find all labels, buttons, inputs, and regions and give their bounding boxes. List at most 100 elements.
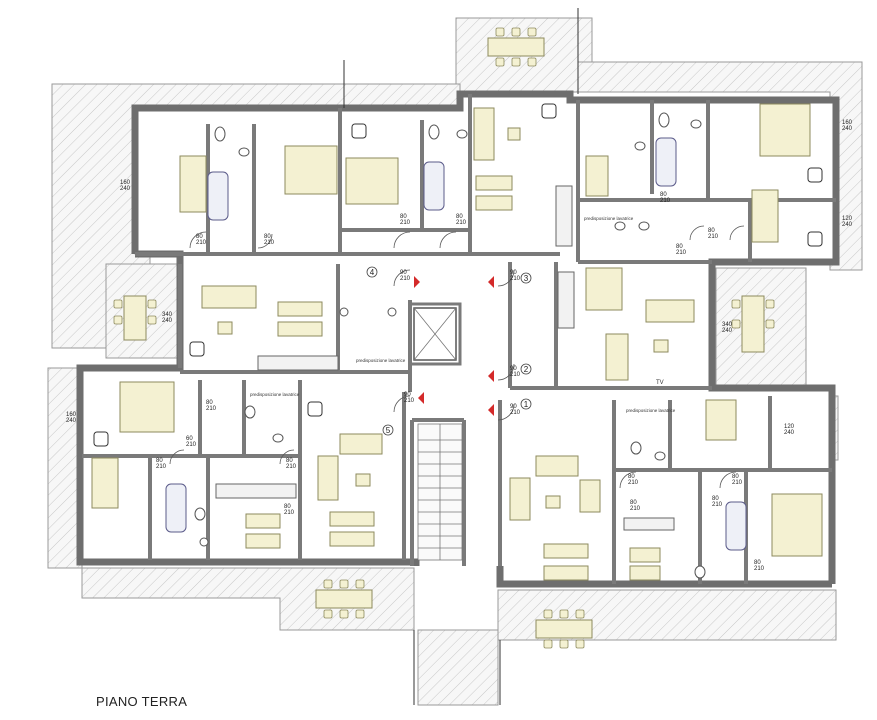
kitchens <box>215 185 675 531</box>
misc-labels: predisposizione lavatrice predisposizion… <box>250 216 676 413</box>
dimension-line: 60 <box>186 436 193 442</box>
dimension-line: 80 <box>754 560 761 566</box>
dimension-line: 210 <box>284 510 295 516</box>
armchairs <box>93 103 823 447</box>
dimension-line: 80 <box>284 504 291 510</box>
dimension-line: 240 <box>842 126 853 132</box>
dimension-line: 80 <box>732 474 739 480</box>
dimension-line: 80 <box>206 400 213 406</box>
site-lines <box>343 8 579 705</box>
interior-walls <box>82 94 836 584</box>
dimension-line: 210 <box>456 220 467 226</box>
dimension-line: 90 <box>510 270 517 276</box>
floor-title: PIANO TERRA <box>96 694 188 709</box>
dimension-line: 80 <box>456 214 463 220</box>
beds <box>91 103 823 557</box>
bathroom-fixtures <box>194 112 706 579</box>
dimension-line: 80 <box>286 458 293 464</box>
dimension-line: 80 <box>676 244 683 250</box>
dimension-line: 80 <box>156 458 163 464</box>
dimension-line: 210 <box>510 372 521 378</box>
dimension-line: 160 <box>66 412 77 418</box>
dimension-line: 80 <box>264 234 271 240</box>
dimension-line: 210 <box>712 502 723 508</box>
dimension-line: 210 <box>510 410 521 416</box>
dimension-line: 120 <box>784 424 795 430</box>
tv-label: TV <box>656 380 664 386</box>
laundry-label: predisposizione lavatrice <box>356 358 406 363</box>
dimension-line: 90 <box>400 270 407 276</box>
dimension-line: 210 <box>186 442 197 448</box>
laundry-label: predisposizione lavatrice <box>250 392 300 397</box>
dining-tables <box>123 37 765 639</box>
dimension-line: 210 <box>156 464 167 470</box>
dimension-line: 210 <box>196 240 207 246</box>
dimension-line: 210 <box>400 276 411 282</box>
dimension-line: 90 <box>510 404 517 410</box>
door-swings <box>169 225 745 489</box>
dimension-line: 210 <box>264 240 275 246</box>
bathtubs <box>165 137 747 551</box>
coffee-tables <box>217 127 669 509</box>
dimension-line: 120 <box>842 216 853 222</box>
dimension-line: 210 <box>754 566 765 572</box>
dimension-line: 210 <box>630 506 641 512</box>
dimension-line: 340 <box>722 322 733 328</box>
sofas <box>201 107 695 521</box>
dimension-line: 80 <box>400 214 407 220</box>
dimension-line: 160 <box>842 120 853 126</box>
entrance-markers <box>414 276 494 416</box>
dimension-line: 210 <box>206 406 217 412</box>
dimension-line: 160 <box>120 180 131 186</box>
dimension-line: 90 <box>404 392 411 398</box>
dimension-line: 80 <box>708 228 715 234</box>
unit-number-2: 2 <box>524 365 529 374</box>
dimension-line: 90 <box>510 366 517 372</box>
dimension-line: 210 <box>510 276 521 282</box>
dimension-line: 210 <box>676 250 687 256</box>
dimension-line: 240 <box>120 186 131 192</box>
dimension-line: 80 <box>630 500 637 506</box>
dimension-line: 240 <box>722 328 733 334</box>
laundry-label: predisposizione lavatrice <box>584 216 634 221</box>
dimension-line: 80 <box>628 474 635 480</box>
dimension-line: 240 <box>784 430 795 436</box>
unit-number-1: 1 <box>524 400 529 409</box>
dimension-line: 80 <box>712 496 719 502</box>
unit-numbers: 1 2 3 4 5 <box>366 266 532 436</box>
elevator <box>413 307 457 361</box>
dimension-line: 210 <box>660 198 671 204</box>
dimension-line: 210 <box>628 480 639 486</box>
dimension-line: 210 <box>732 480 743 486</box>
dimension-line: 210 <box>708 234 719 240</box>
dimension-line: 240 <box>162 318 173 324</box>
